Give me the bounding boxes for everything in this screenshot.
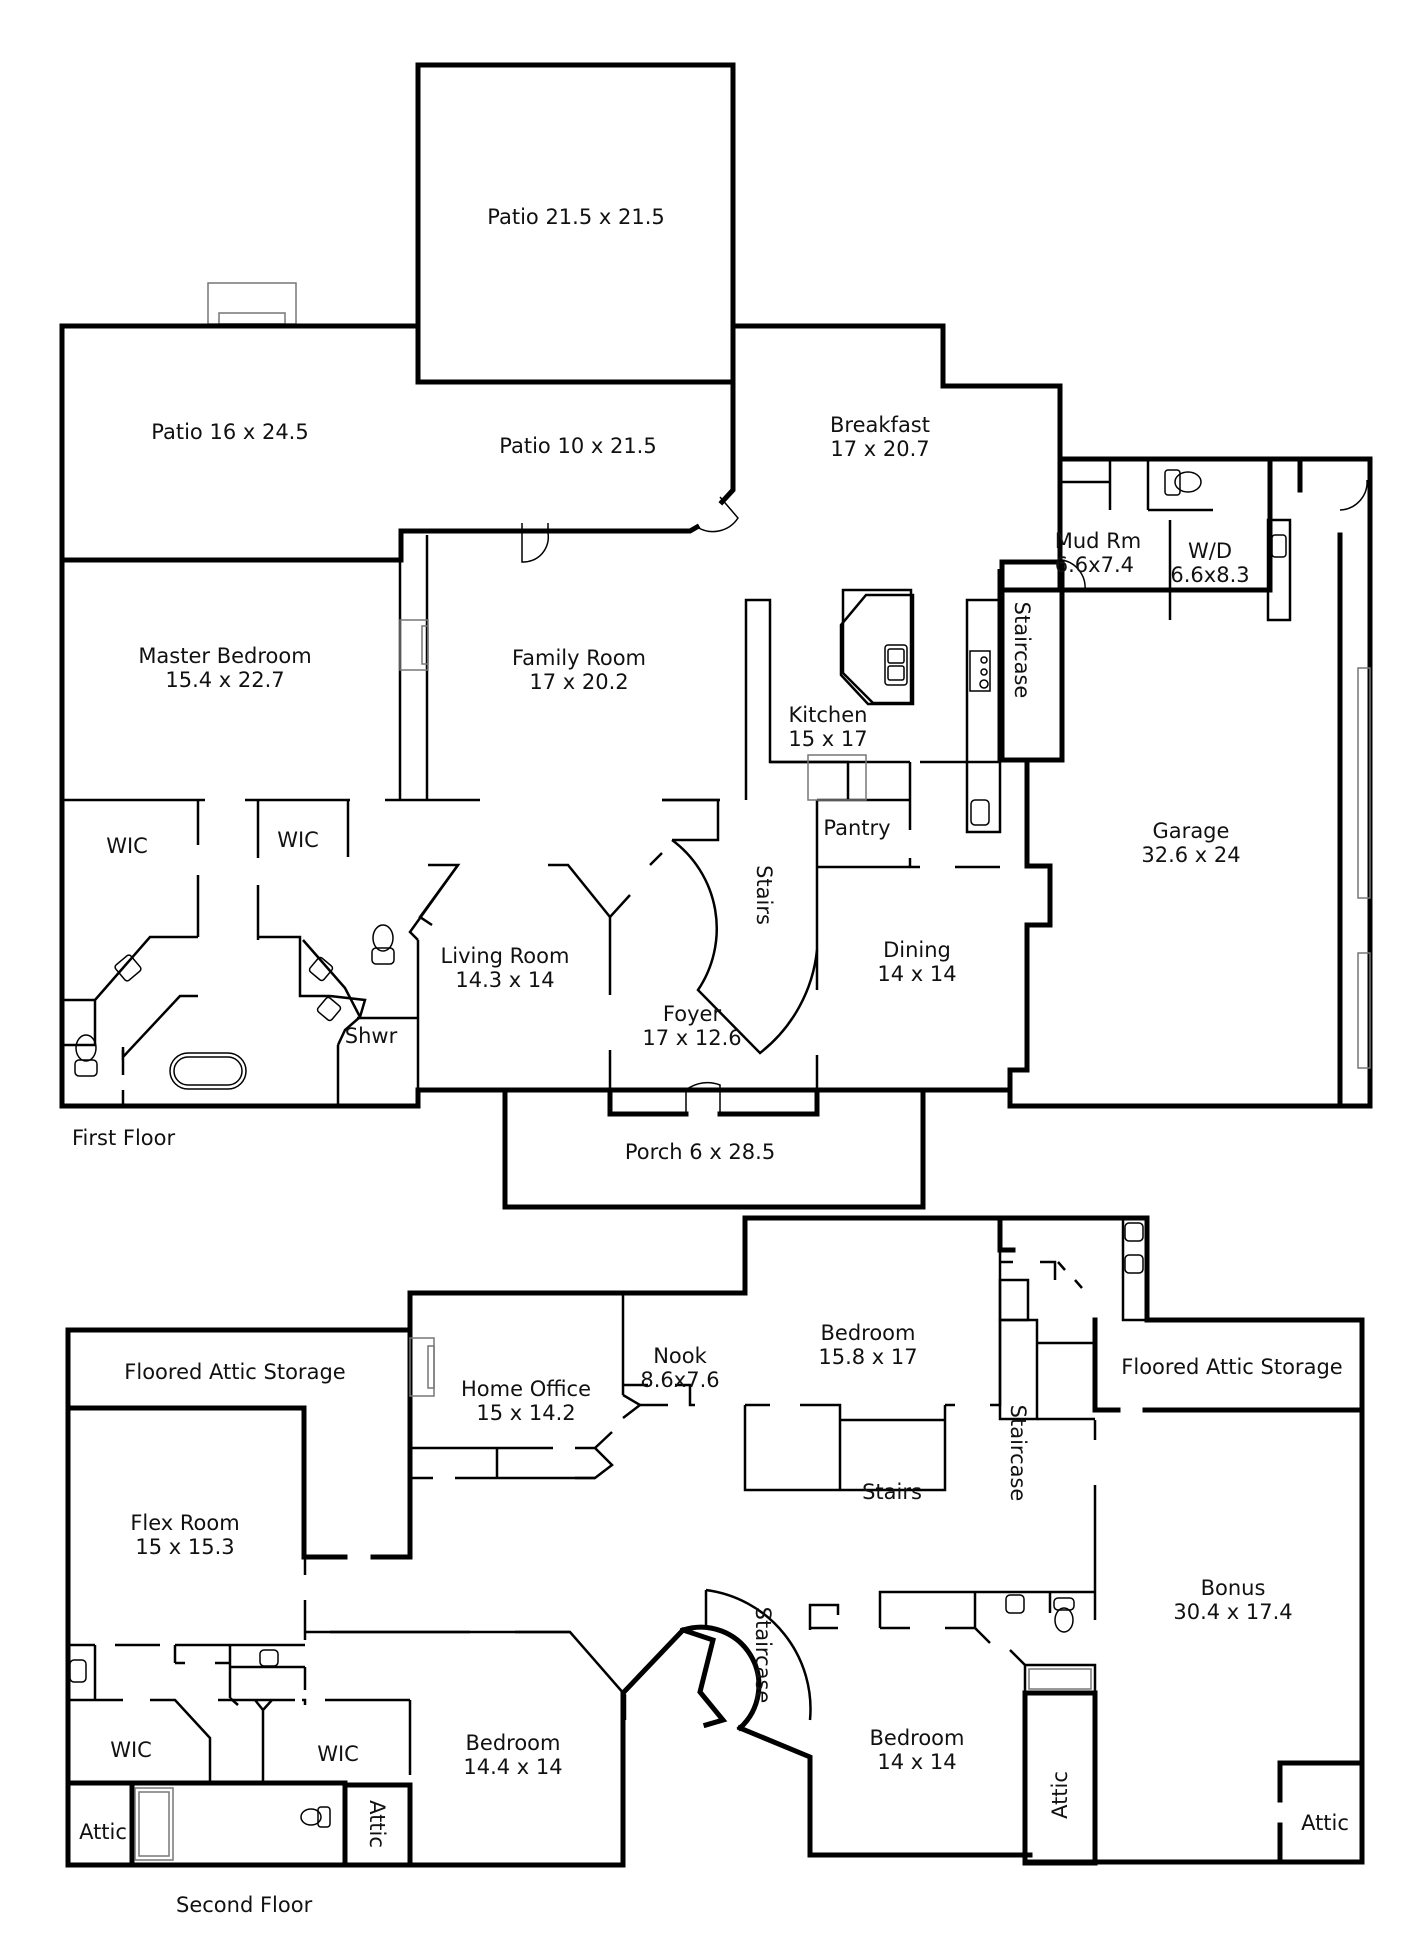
first-floor-walls [59,62,1373,1210]
room-attic-right: Attic [1301,1811,1349,1835]
room-attic-left: Attic [79,1820,127,1844]
room-floored-attic-storage-right: Floored Attic Storage [1121,1355,1343,1379]
room-floored-attic-storage-left: Floored Attic Storage [124,1360,346,1384]
room-wic-second-left: WIC [110,1738,152,1762]
room-patio-top: Patio 21.5 x 21.5 [487,205,665,229]
room-stairs-first: Stairs [752,865,776,925]
room-staircase-center: Staircase [751,1606,775,1704]
room-attic-center: Attic [1048,1771,1072,1819]
room-wic-second-right: WIC [317,1742,359,1766]
room-patio-center: Patio 10 x 21.5 [499,434,657,458]
room-staircase-first: Staircase [1010,601,1034,699]
second-floor-walls [65,1215,1365,1868]
room-wic-right: WIC [277,828,319,852]
room-staircase-upper: Staircase [1006,1404,1030,1502]
room-wic-left: WIC [106,834,148,858]
first-floor-title: First Floor [72,1126,176,1150]
second-floor-title: Second Floor [176,1893,313,1917]
room-patio-left: Patio 16 x 24.5 [151,420,309,444]
room-attic-small: Attic [365,1800,389,1848]
room-porch: Porch 6 x 28.5 [624,1140,776,1164]
room-stairs-upper: Stairs [862,1480,922,1504]
room-shower: Shwr [344,1024,398,1048]
room-pantry: Pantry [823,816,891,840]
